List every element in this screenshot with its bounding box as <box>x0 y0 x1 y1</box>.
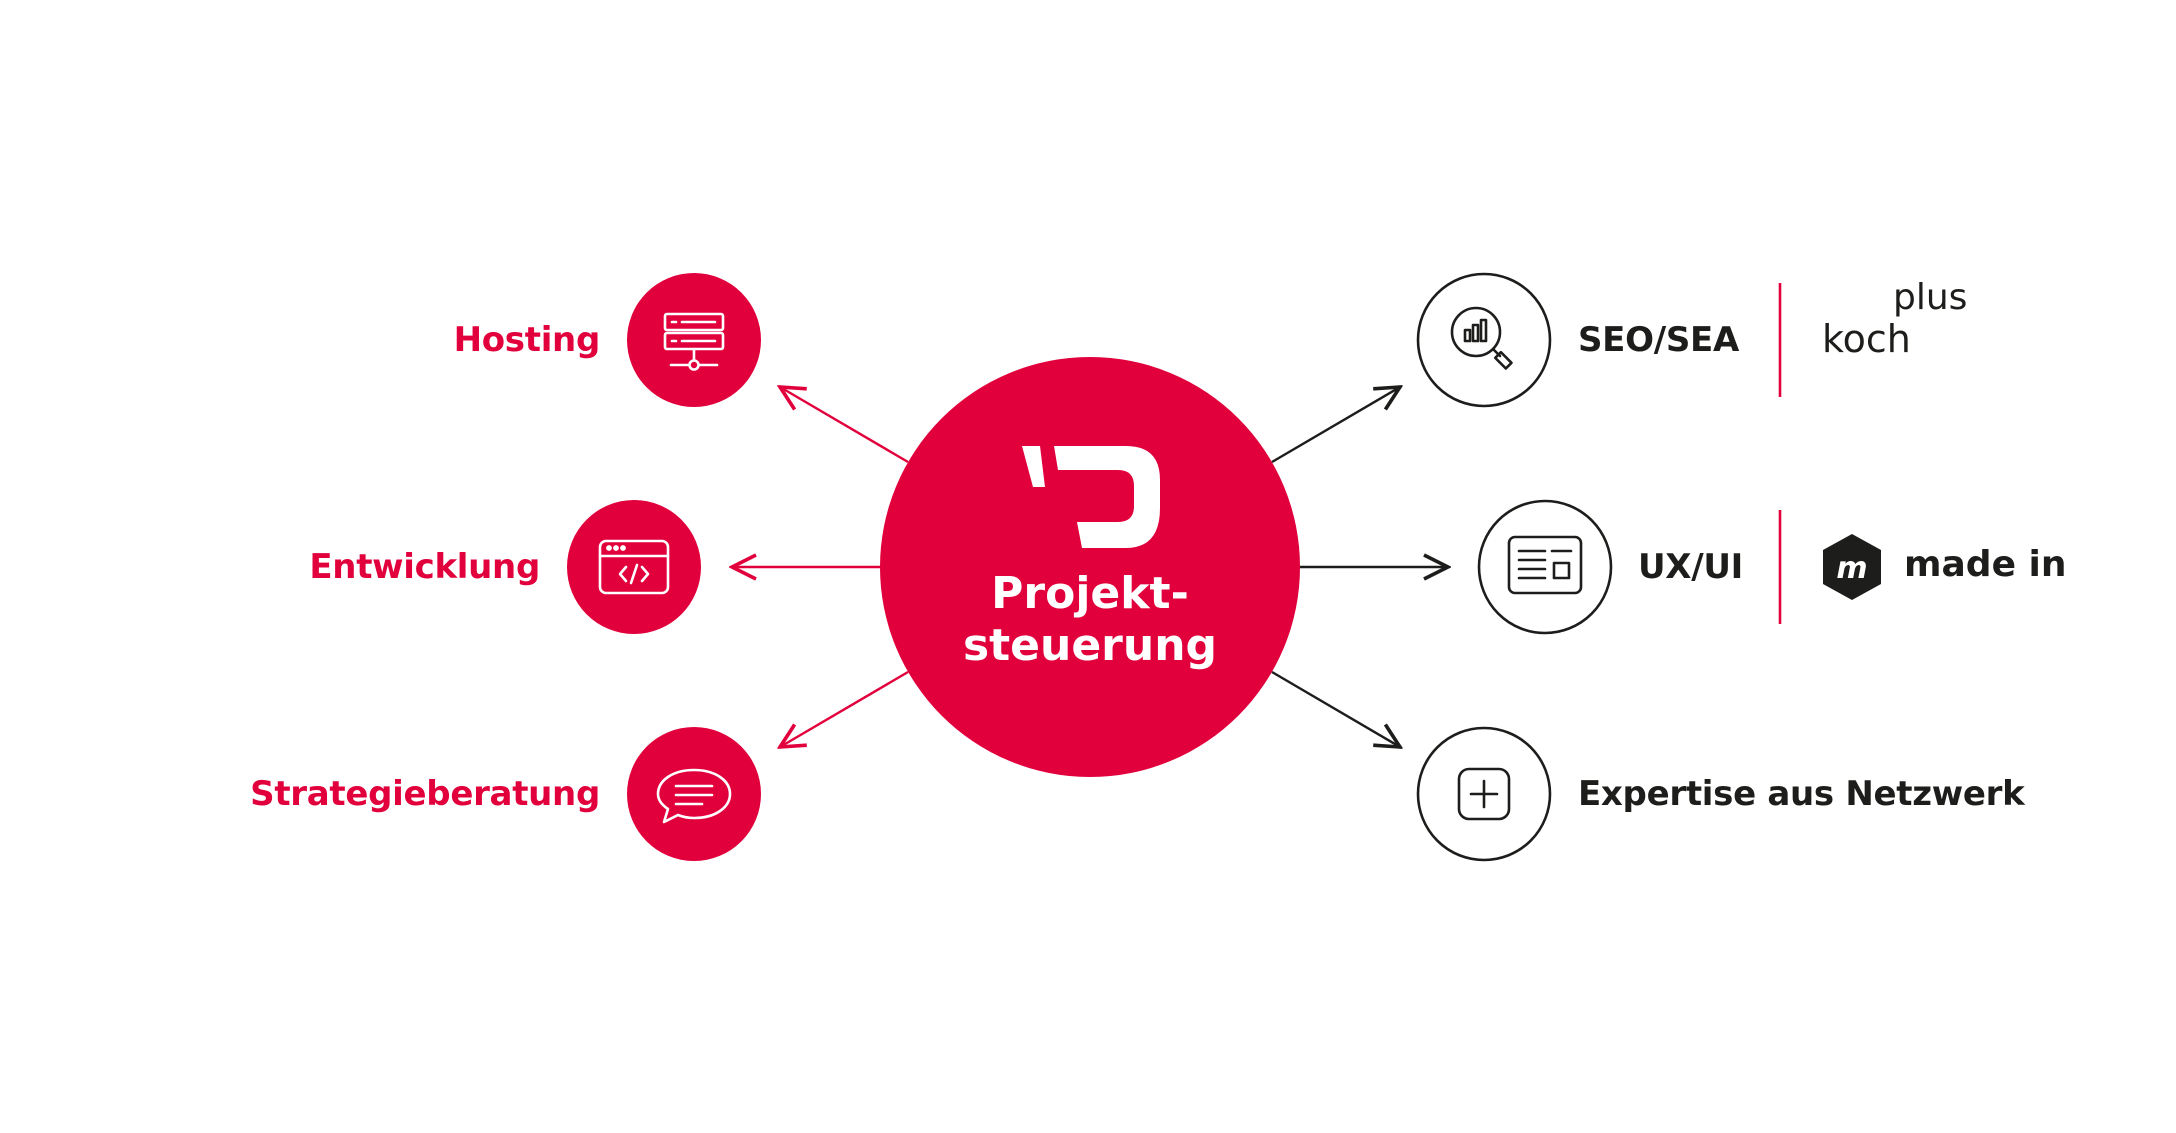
label-expertise: Expertise aus Netzwerk <box>1578 774 2025 814</box>
plus-square-icon <box>1457 767 1511 821</box>
arrow-to-hosting <box>780 387 909 464</box>
made-in-badge-hexagon <box>1823 534 1881 600</box>
layout-wireframe-icon <box>1507 535 1583 595</box>
arrow-to-expertise <box>1271 670 1400 747</box>
brand-quote-logo-icon <box>1022 446 1160 548</box>
label-ux-ui: UX/UI <box>1638 547 1743 587</box>
kochplus-logo-plus: plus <box>1893 277 1968 318</box>
kochplus-logo-koch: koch <box>1822 317 1911 361</box>
label-entwicklung: Entwicklung <box>309 547 540 587</box>
label-strategieberatung: Strategieberatung <box>250 774 600 814</box>
made-in-logo-text: made in <box>1904 544 2067 585</box>
center-title-line2: steuerung <box>962 620 1218 671</box>
center-title: Projekt- steuerung <box>930 568 1250 672</box>
code-window-icon <box>598 539 670 595</box>
label-seo-sea: SEO/SEA <box>1578 320 1739 360</box>
center-hub <box>880 357 1300 777</box>
node-ux-ui <box>1477 499 1613 635</box>
arrow-to-strategieberatung <box>780 670 909 747</box>
made-in-badge-letter: m <box>1836 551 1867 586</box>
connectors <box>732 387 1448 747</box>
node-entwicklung <box>567 500 701 634</box>
label-hosting: Hosting <box>453 320 601 360</box>
server-network-icon <box>663 312 725 371</box>
speech-bubble-icon <box>656 768 732 824</box>
arrow-to-seo <box>1271 387 1400 464</box>
magnifier-chart-icon <box>1450 306 1513 370</box>
center-title-line1: Projekt- <box>991 568 1189 619</box>
